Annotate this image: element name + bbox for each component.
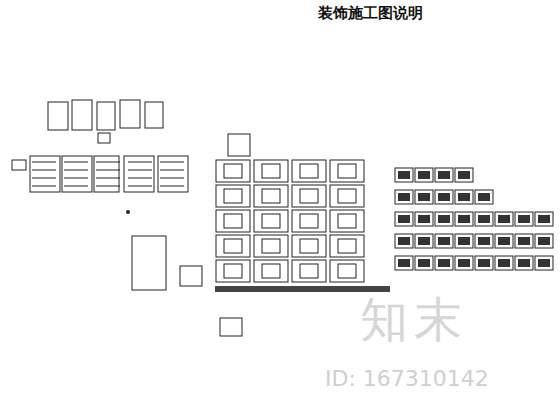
watermark-id: ID: 167310142 [325,366,489,391]
watermark: 知末 [360,288,468,352]
sheet-title: 装饰施工图说明 [318,4,423,23]
